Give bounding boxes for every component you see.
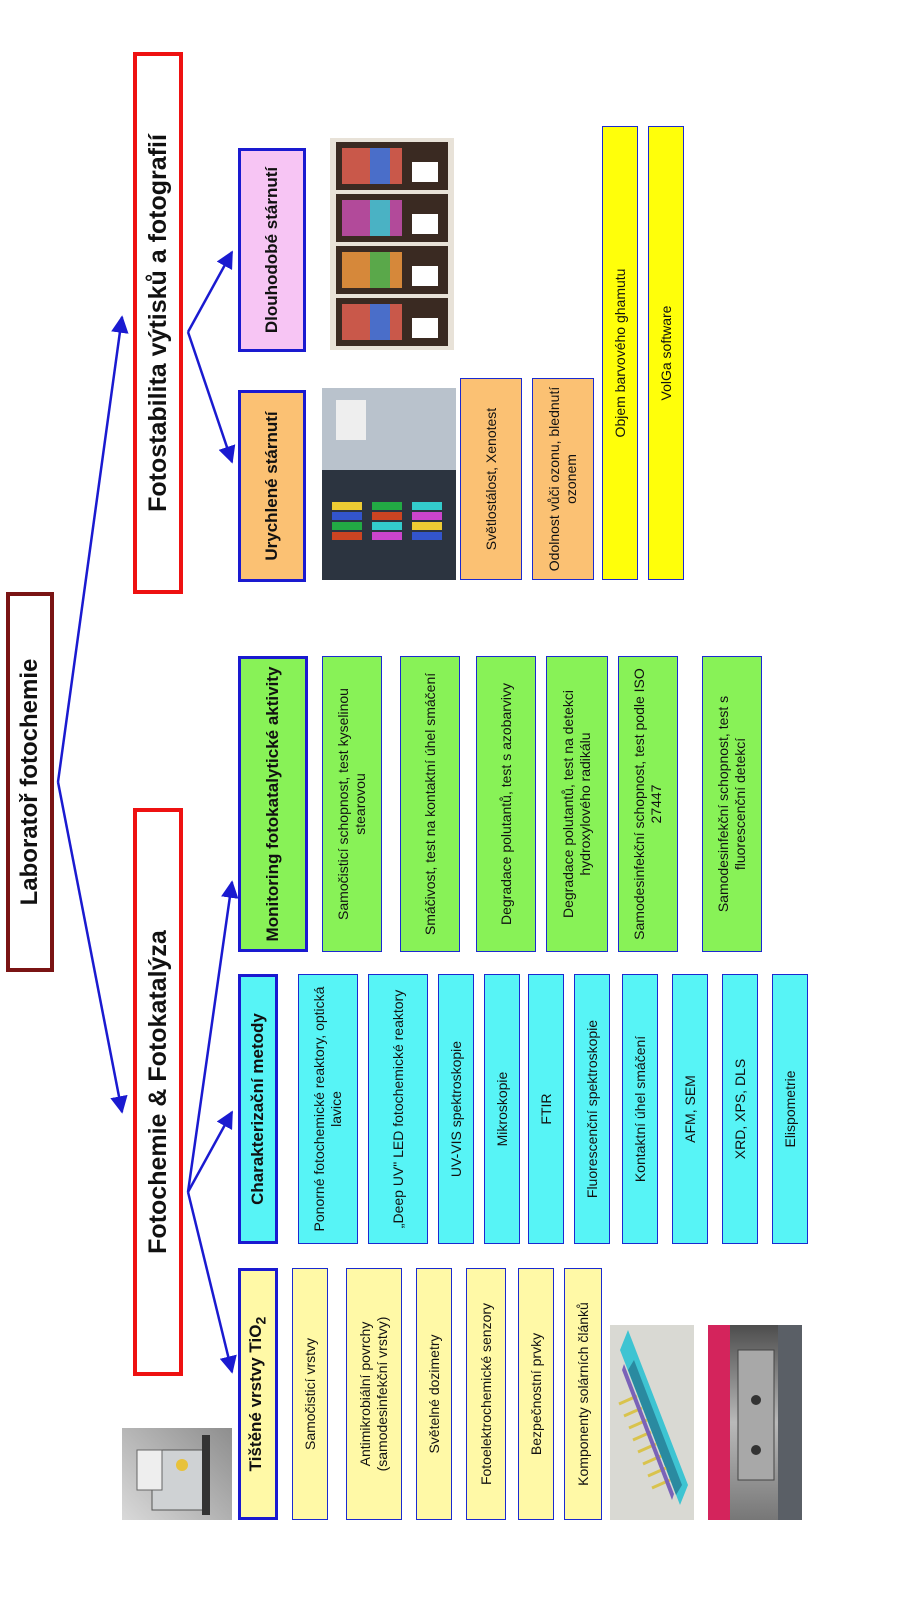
accelerated-item: Světlostálost, Xenotest [460,378,522,580]
monitoring-item-label: Samodesinfekční schopnost, test podle IS… [631,668,664,940]
characterization-item: Kontaktní úhel smáčení [622,974,658,1244]
root-node: Laboratoř fotochemie [6,592,54,972]
printing-machine-photo [708,1325,802,1520]
monitoring-header-label: Monitoring fotokatalytické aktivity [262,666,282,942]
characterization-item-label: AFM, SEM [681,1075,698,1143]
section-photochemistry: Fotochemie & Fotokatalýza [133,808,183,1376]
printer-photo [122,1428,232,1520]
monitoring-item: Degradace polutantů, test s azobarvivy [476,656,536,952]
accelerated-ageing-header: Urychlené stárnutí [238,390,306,582]
printed-item-label: Antimikrobiální povrchy (samodesinfekční… [357,1316,390,1472]
arrow-root-to-photochem [56,781,128,1114]
monitoring-item-label: Smáčivost, test na kontaktní úhel smáčen… [421,672,438,936]
printed-tio2-header-text: Tištěné vrstvy TiO2 [246,1317,270,1472]
arrow-to-accelerated [186,331,236,464]
characterization-header: Charakterizační metody [238,974,278,1244]
printed-item-label: Bezpečnostní prvky [527,1332,544,1456]
section-photostability: Fotostabilita výtisků a fotografií [133,52,183,594]
characterization-item-label: Mikroskopie [493,1071,510,1147]
accelerated-item: Odolnost vůči ozonu, blednutí ozonem [532,378,594,580]
characterization-item-label: FTIR [537,1093,554,1125]
color-chart-samples-photo [330,138,454,350]
characterization-item-label: Kontaktní úhel smáčení [631,1035,648,1183]
characterization-item: AFM, SEM [672,974,708,1244]
printed-tio2-header-sub: 2 [253,1316,270,1325]
printed-item: Samočisticí vrstvy [292,1268,328,1520]
printed-tio2-header-main: Tištěné vrstvy TiO [245,1324,265,1472]
volga-software-item: VolGa software [648,126,684,580]
electrode-layer-render [610,1325,694,1520]
longterm-ageing-header-label: Dlouhodobé stárnutí [261,166,281,334]
monitoring-item-label: Degradace polutantů, test s azobarvivy [497,682,514,926]
arrow-to-monitoring [186,880,239,1193]
arrow-root-to-photostab [56,315,129,783]
characterization-item: FTIR [528,974,564,1244]
printer-photo-drawing [136,1435,210,1515]
printed-item: Antimikrobiální povrchy (samodesinfekční… [346,1268,402,1520]
characterization-item: Ponorné fotochemické reaktory, optická l… [298,974,358,1244]
printing-machine-drawing [708,1325,802,1520]
characterization-item: Fluorescenční spektroskopie [574,974,610,1244]
printed-item: Fotoelektrochemické senzory [466,1268,506,1520]
monitoring-item-label: Samodesinfekční schopnost, test s fluore… [715,695,748,913]
accelerated-ageing-header-label: Urychlené stárnutí [261,411,281,561]
monitoring-item: Samočisticí schopnost, test kyselinou st… [322,656,382,952]
gamut-volume-label: Objem barvového ghamutu [611,268,628,438]
longterm-ageing-header: Dlouhodobé stárnutí [238,148,306,352]
characterization-header-label: Charakterizační metody [247,1013,267,1205]
monitoring-item: Samodesinfekční schopnost, test podle IS… [618,656,678,952]
section-photostability-label: Fotostabilita výtisků a fotografií [144,134,172,512]
characterization-item-label: Fluorescenční spektroskopie [583,1019,600,1199]
characterization-item-label: UV-VIS spektroskopie [447,1040,464,1178]
printed-item-label: Světelné dozimetry [425,1334,442,1454]
printed-item-label: Fotoelektrochemické senzory [477,1302,494,1486]
xenotest-chamber-drawing [322,388,456,580]
gamut-volume-item: Objem barvového ghamutu [602,126,638,580]
characterization-item: Mikroskopie [484,974,520,1244]
characterization-item: „Deep UV" LED fotochemické reaktory [368,974,428,1244]
characterization-item-label: Elispometrie [781,1070,798,1148]
monitoring-item: Samodesinfekční schopnost, test s fluore… [702,656,762,952]
color-chart-samples-drawing [336,142,448,346]
characterization-item-label: XRD, XPS, DLS [731,1058,748,1160]
section-photochemistry-label: Fotochemie & Fotokatalýza [144,930,172,1254]
arrow-to-printed [186,1191,237,1374]
accelerated-item-label: Odolnost vůči ozonu, blednutí ozonem [546,386,579,572]
printed-item-label: Samočisticí vrstvy [301,1338,318,1451]
characterization-item-label: „Deep UV" LED fotochemické reaktory [389,989,406,1229]
printed-tio2-header: Tištěné vrstvy TiO2 [238,1268,278,1520]
characterization-item-label: Ponorné fotochemické reaktory, optická l… [311,986,344,1232]
accelerated-item-label: Světlostálost, Xenotest [482,407,499,551]
electrode-layer-drawing [618,1330,688,1505]
printed-item-label: Komponenty solárních článků [574,1302,591,1486]
monitoring-item-label: Degradace polutantů, test na detekci hyd… [560,689,593,919]
root-label: Laboratoř fotochemie [15,658,43,906]
printed-item: Komponenty solárních článků [564,1268,602,1520]
monitoring-item-label: Samočisticí schopnost, test kyselinou st… [335,688,368,920]
monitoring-item: Degradace polutantů, test na detekci hyd… [546,656,608,952]
characterization-item: UV-VIS spektroskopie [438,974,474,1244]
volga-software-label: VolGa software [657,305,674,401]
xenotest-chamber-photo [322,388,456,580]
characterization-item: Elispometrie [772,974,808,1244]
monitoring-item: Smáčivost, test na kontaktní úhel smáčen… [400,656,460,952]
printed-item: Světelné dozimetry [416,1268,452,1520]
monitoring-header: Monitoring fotokatalytické aktivity [238,656,308,952]
characterization-item: XRD, XPS, DLS [722,974,758,1244]
arrow-to-longterm [186,250,234,333]
printed-item: Bezpečnostní prvky [518,1268,554,1520]
arrow-to-characterization [186,1110,234,1193]
